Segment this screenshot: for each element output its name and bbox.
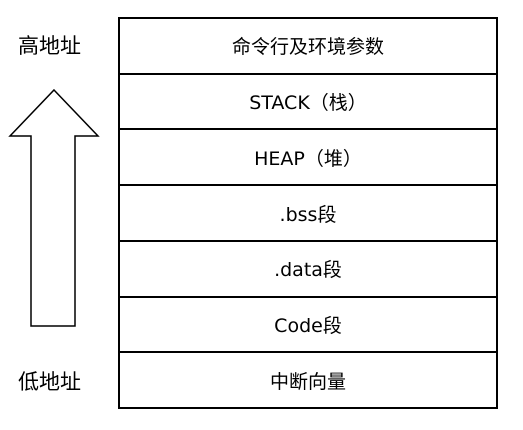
segment-heap: HEAP（堆） — [120, 130, 496, 187]
segment-label: 中断向量 — [269, 370, 346, 393]
segment-label: .bss段 — [279, 203, 337, 226]
segment-stack: STACK（栈） — [120, 75, 496, 131]
segment-interrupt-vector: 中断向量 — [120, 353, 496, 407]
segment-bss: .bss段 — [120, 186, 496, 242]
segment-label: 命令行及环境参数 — [231, 36, 384, 59]
segment-code: Code段 — [120, 298, 496, 354]
high-address-label: 高地址 — [18, 34, 81, 58]
segment-label: Code段 — [274, 314, 342, 337]
segment-env-args: 命令行及环境参数 — [120, 19, 496, 75]
segment-label: HEAP（堆） — [254, 147, 362, 170]
segment-data: .data段 — [120, 242, 496, 298]
segment-label: STACK（栈） — [249, 92, 367, 115]
up-arrow-icon — [8, 88, 100, 327]
low-address-label: 低地址 — [18, 370, 81, 394]
segment-label: .data段 — [274, 259, 342, 282]
memory-layout-stack: 命令行及环境参数 STACK（栈） HEAP（堆） .bss段 .data段 C… — [118, 17, 498, 409]
